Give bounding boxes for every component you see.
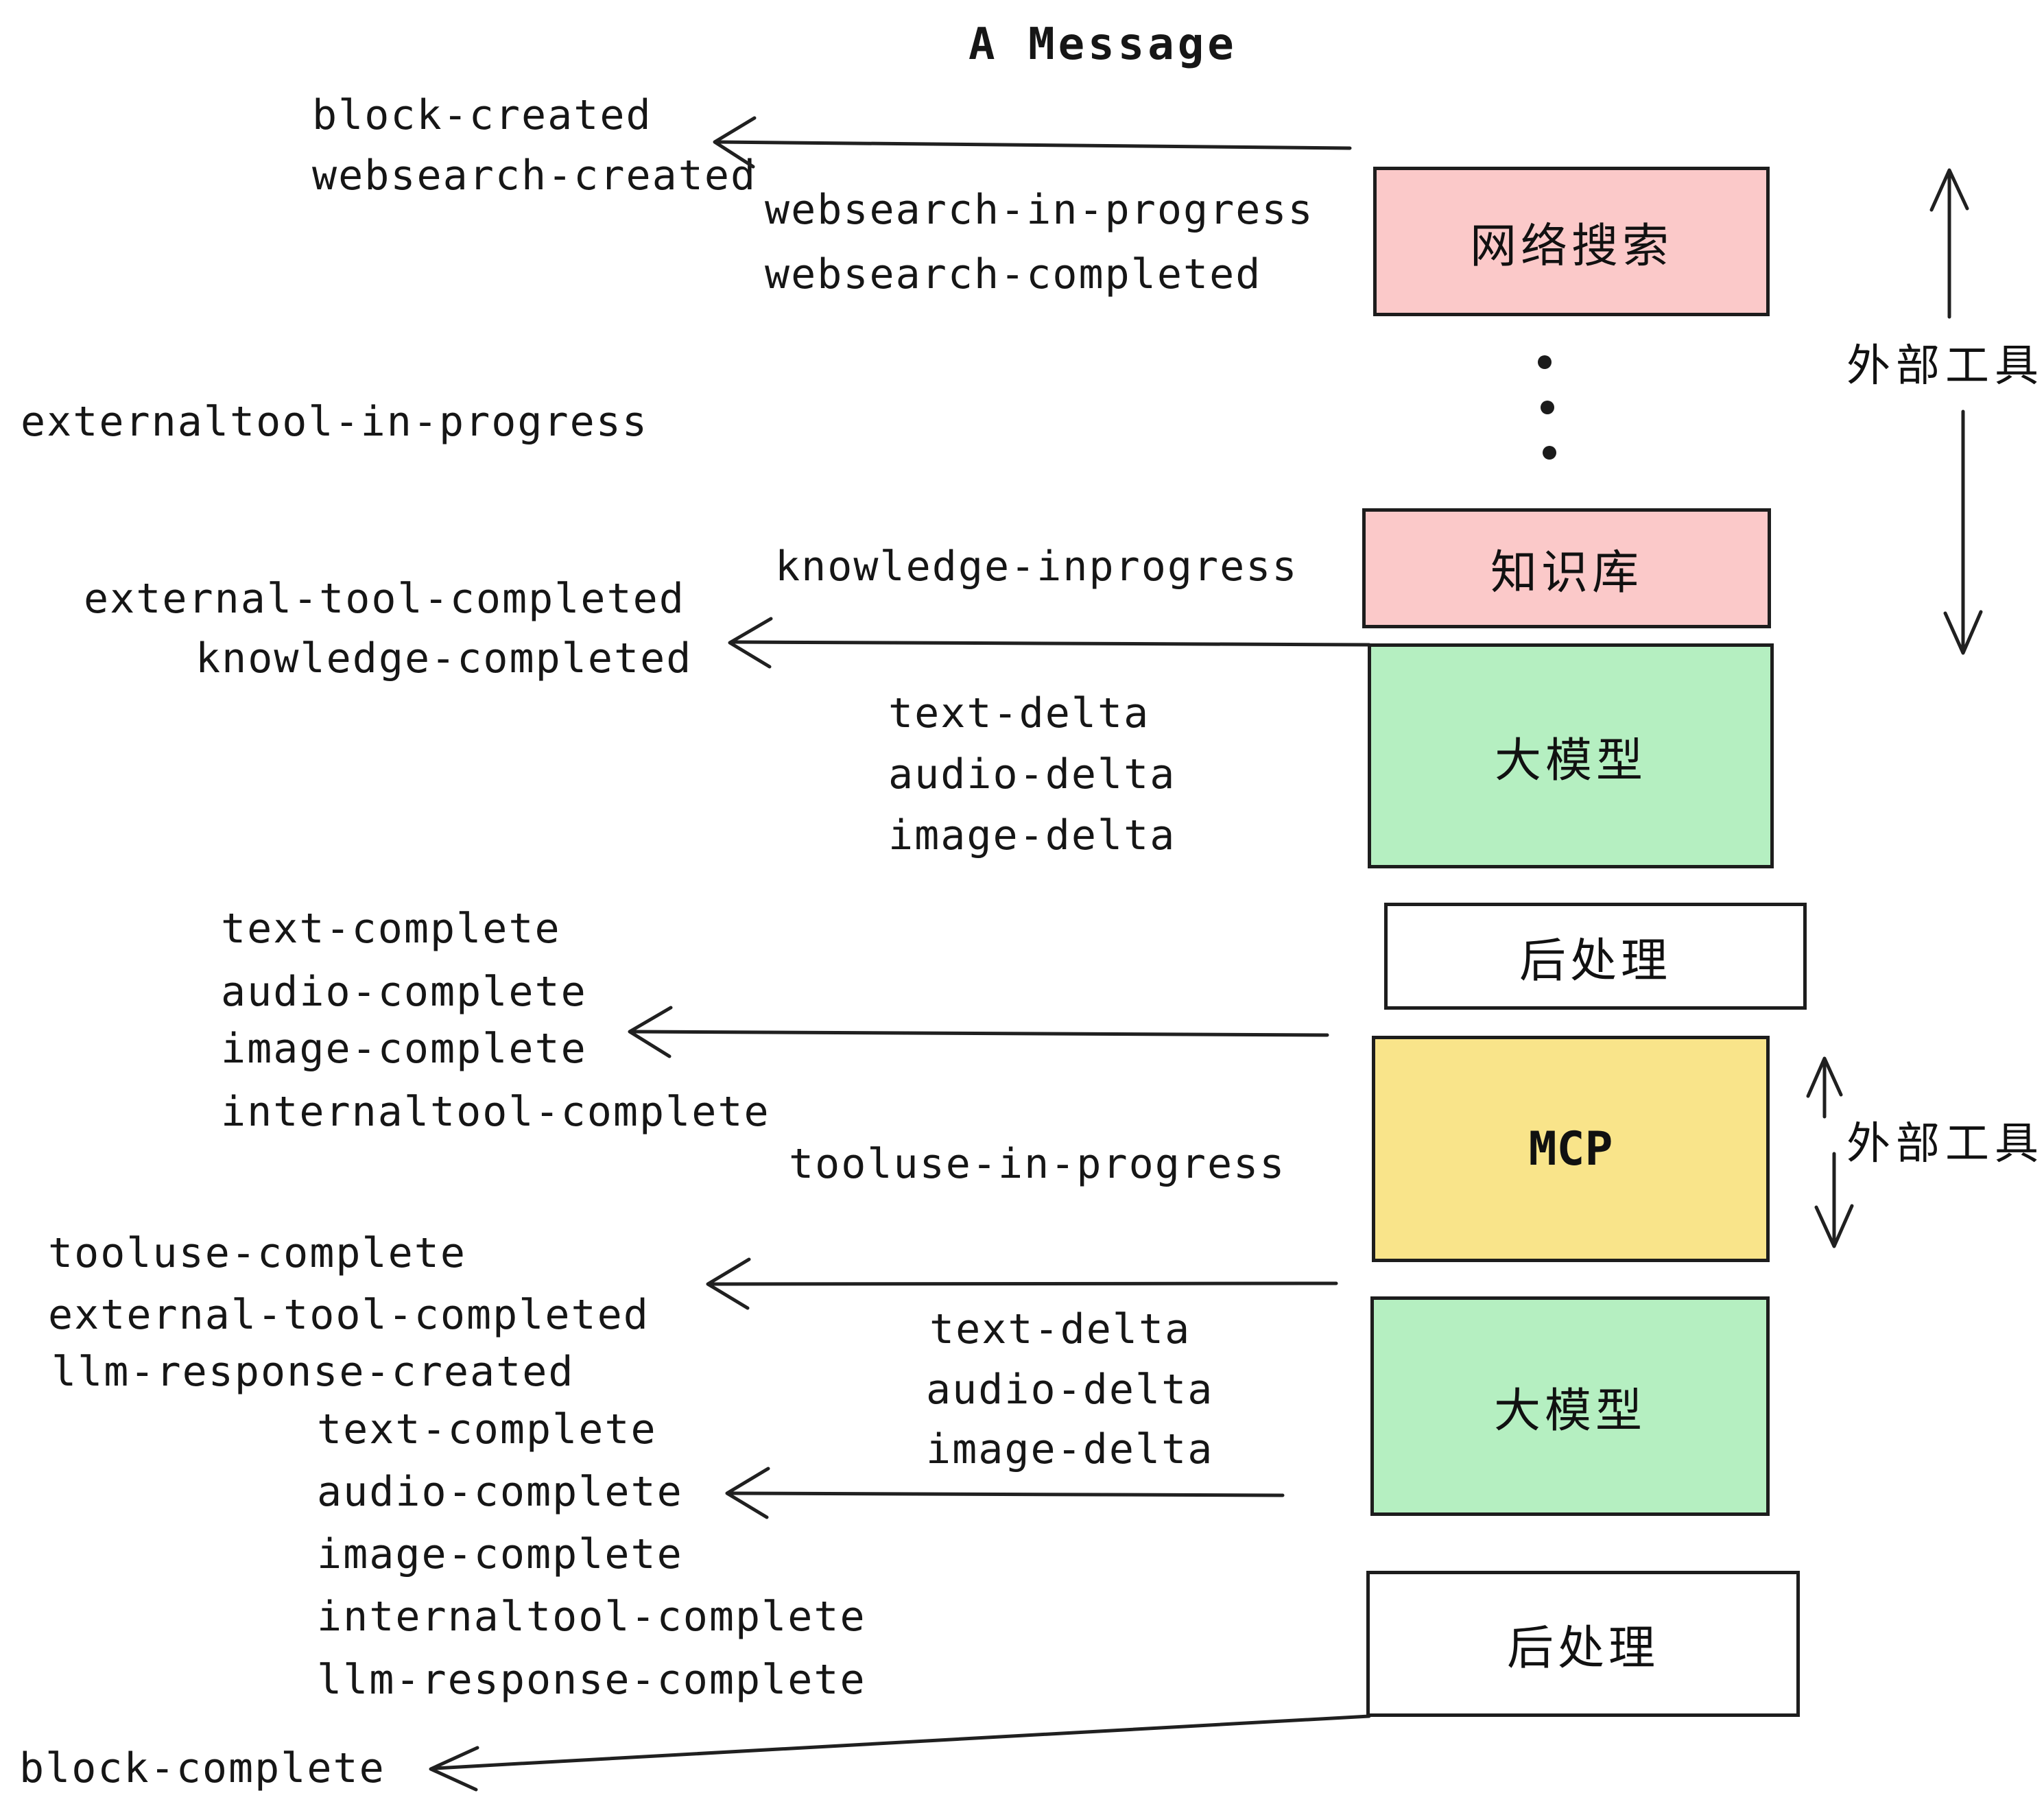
- arrow-to-tooluse-complete: [706, 1257, 1338, 1310]
- event-image-delta-1: image-delta: [888, 811, 1176, 859]
- box-postprocess-2-label: 后处理: [1506, 1622, 1659, 1676]
- arrow-to-audio-complete: [725, 1467, 1285, 1519]
- ellipsis-dots: [1538, 355, 1556, 460]
- event-tooluse-complete: tooluse-complete: [48, 1229, 466, 1277]
- arrow-to-image-complete: [628, 1006, 1329, 1058]
- box-websearch: 网络搜索: [1373, 167, 1770, 316]
- box-postprocess-1: 后处理: [1384, 903, 1807, 1010]
- box-postprocess-1-label: 后处理: [1519, 934, 1672, 988]
- event-websearch-in-progress: websearch-in-progress: [765, 186, 1314, 234]
- arrow-to-block-complete: [429, 1714, 1371, 1792]
- event-websearch-created: websearch-created: [312, 152, 757, 200]
- event-text-complete-1: text-complete: [221, 905, 561, 953]
- event-knowledge-inprogress: knowledge-inprogress: [775, 543, 1298, 591]
- external-tools-up-arrow-mcp: [1806, 1056, 1843, 1119]
- box-llm-2-label: 大模型: [1493, 1384, 1646, 1438]
- event-image-complete-1: image-complete: [221, 1025, 587, 1073]
- box-knowledge: 知识库: [1362, 508, 1771, 628]
- event-text-complete-2: text-complete: [317, 1405, 657, 1453]
- event-audio-complete-2: audio-complete: [317, 1468, 683, 1516]
- box-postprocess-2: 后处理: [1366, 1571, 1800, 1717]
- event-llm-response-created: llm-response-created: [51, 1348, 575, 1396]
- event-llm-response-complete: llm-response-complete: [317, 1656, 866, 1704]
- event-block-complete: block-complete: [19, 1744, 385, 1792]
- event-image-complete-2: image-complete: [317, 1530, 683, 1578]
- arrow-to-knowledge-completed: [728, 617, 1371, 669]
- external-tools-down-arrow-top: [1943, 410, 1983, 655]
- event-websearch-completed: websearch-completed: [765, 250, 1262, 298]
- event-internaltool-complete-1: internaltool-complete: [221, 1088, 770, 1136]
- event-image-delta-2: image-delta: [926, 1425, 1214, 1473]
- event-audio-delta-2: audio-delta: [926, 1366, 1214, 1414]
- page-title: A Message: [968, 19, 1237, 70]
- box-knowledge-label: 知识库: [1490, 546, 1643, 600]
- event-text-delta-1: text-delta: [888, 689, 1150, 737]
- event-knowledge-completed: knowledge-completed: [195, 634, 693, 683]
- external-tools-up-arrow-top: [1929, 168, 1969, 319]
- event-external-tool-completed-2: external-tool-completed: [48, 1291, 650, 1339]
- event-internaltool-complete-2: internaltool-complete: [317, 1593, 866, 1641]
- event-audio-delta-1: audio-delta: [888, 750, 1176, 798]
- box-mcp-label: MCP: [1528, 1121, 1613, 1176]
- event-audio-complete-1: audio-complete: [221, 968, 587, 1016]
- arrow-to-websearch-created: [713, 116, 1352, 169]
- box-websearch-label: 网络搜索: [1469, 219, 1673, 274]
- event-externaltool-in-progress: externaltool-in-progress: [21, 398, 648, 446]
- event-tooluse-in-progress: tooluse-in-progress: [789, 1140, 1286, 1188]
- event-text-delta-2: text-delta: [929, 1305, 1191, 1353]
- box-llm-2: 大模型: [1370, 1296, 1770, 1516]
- box-mcp: MCP: [1372, 1036, 1770, 1262]
- box-llm-1: 大模型: [1368, 643, 1774, 868]
- event-block-created: block-created: [312, 91, 652, 139]
- event-external-tool-completed-1: external-tool-completed: [84, 575, 685, 623]
- box-llm-1-label: 大模型: [1494, 733, 1647, 788]
- label-external-tools-top: 外部工具: [1846, 341, 2044, 392]
- label-external-tools-bottom: 外部工具: [1846, 1119, 2044, 1170]
